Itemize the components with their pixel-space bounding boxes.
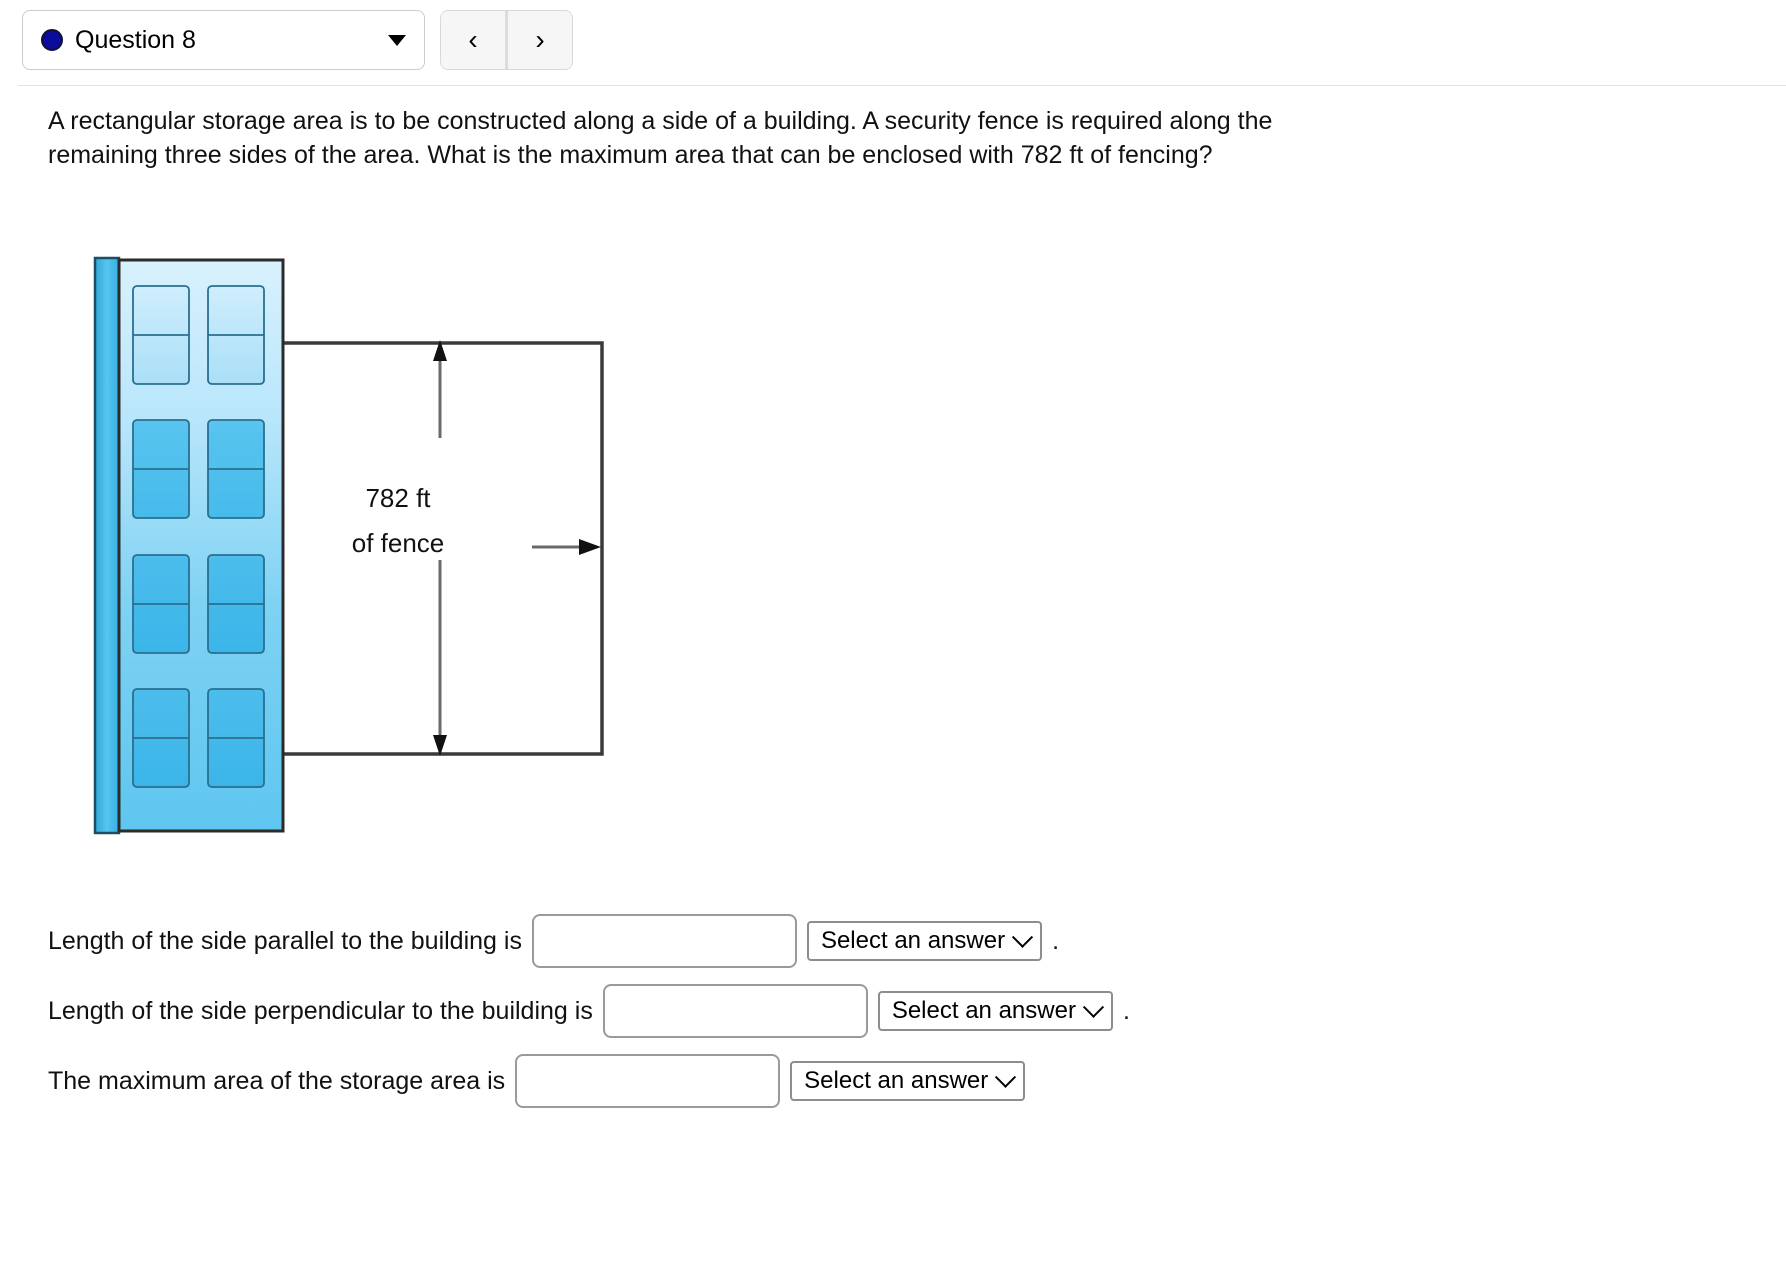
- question-status-dot-icon: [41, 29, 63, 51]
- answer-row-perpendicular-side: Length of the side perpendicular to the …: [48, 982, 1248, 1040]
- maximum-area-unit-select[interactable]: Select an answer: [790, 1061, 1026, 1101]
- chevron-down-icon: [1082, 996, 1105, 1018]
- maximum-area-unit-select-value: Select an answer: [804, 1067, 989, 1094]
- maximum-area-input[interactable]: [515, 1054, 781, 1108]
- parallel-side-period: .: [1052, 926, 1060, 955]
- perpendicular-side-unit-select-value: Select an answer: [891, 997, 1076, 1024]
- next-question-button[interactable]: ›: [505, 11, 572, 69]
- answer-label-perpendicular-side: Length of the side perpendicular to the …: [48, 996, 593, 1025]
- perpendicular-side-input[interactable]: [602, 984, 868, 1038]
- previous-question-button[interactable]: ‹: [441, 11, 505, 69]
- fence-length-label-line1: 782 ft: [365, 483, 431, 513]
- horizontal-pointer-arrow: [532, 539, 601, 555]
- parallel-side-unit-select[interactable]: Select an answer: [806, 921, 1043, 961]
- parallel-side-input[interactable]: [531, 914, 797, 968]
- question-prompt-text: A rectangular storage area is to be cons…: [48, 107, 1273, 169]
- header-divider: [18, 85, 1786, 86]
- answer-row-parallel-side: Length of the side parallel to the build…: [48, 912, 1248, 970]
- chevron-down-icon: [388, 34, 406, 46]
- building-windows: [132, 285, 265, 788]
- answer-row-maximum-area: The maximum area of the storage area is …: [48, 1052, 1248, 1110]
- answer-label-maximum-area: The maximum area of the storage area is: [48, 1066, 506, 1095]
- question-selector-dropdown[interactable]: Question 8: [22, 10, 425, 70]
- parallel-side-unit-select-value: Select an answer: [820, 927, 1006, 954]
- building-side-panel: [93, 256, 121, 835]
- answer-fields-section: Length of the side parallel to the build…: [48, 912, 1248, 1122]
- vertical-dimension-arrow: [433, 340, 447, 756]
- perpendicular-side-unit-select[interactable]: Select an answer: [877, 991, 1113, 1031]
- chevron-left-icon: ‹: [468, 24, 478, 55]
- perpendicular-side-period: .: [1122, 996, 1130, 1025]
- answer-label-parallel-side: Length of the side parallel to the build…: [48, 926, 522, 955]
- chevron-down-icon: [995, 1066, 1017, 1088]
- question-header: Question 8 ‹ ›: [0, 0, 1786, 86]
- chevron-down-icon: [1011, 926, 1034, 948]
- fence-outline: [283, 341, 604, 756]
- storage-area-diagram: 782 ft of fence: [80, 248, 680, 848]
- question-selector-label: Question 8: [75, 25, 196, 54]
- fence-length-label-line2: of fence: [352, 528, 445, 558]
- chevron-right-icon: ›: [535, 24, 545, 55]
- question-nav-group: ‹ ›: [440, 10, 573, 70]
